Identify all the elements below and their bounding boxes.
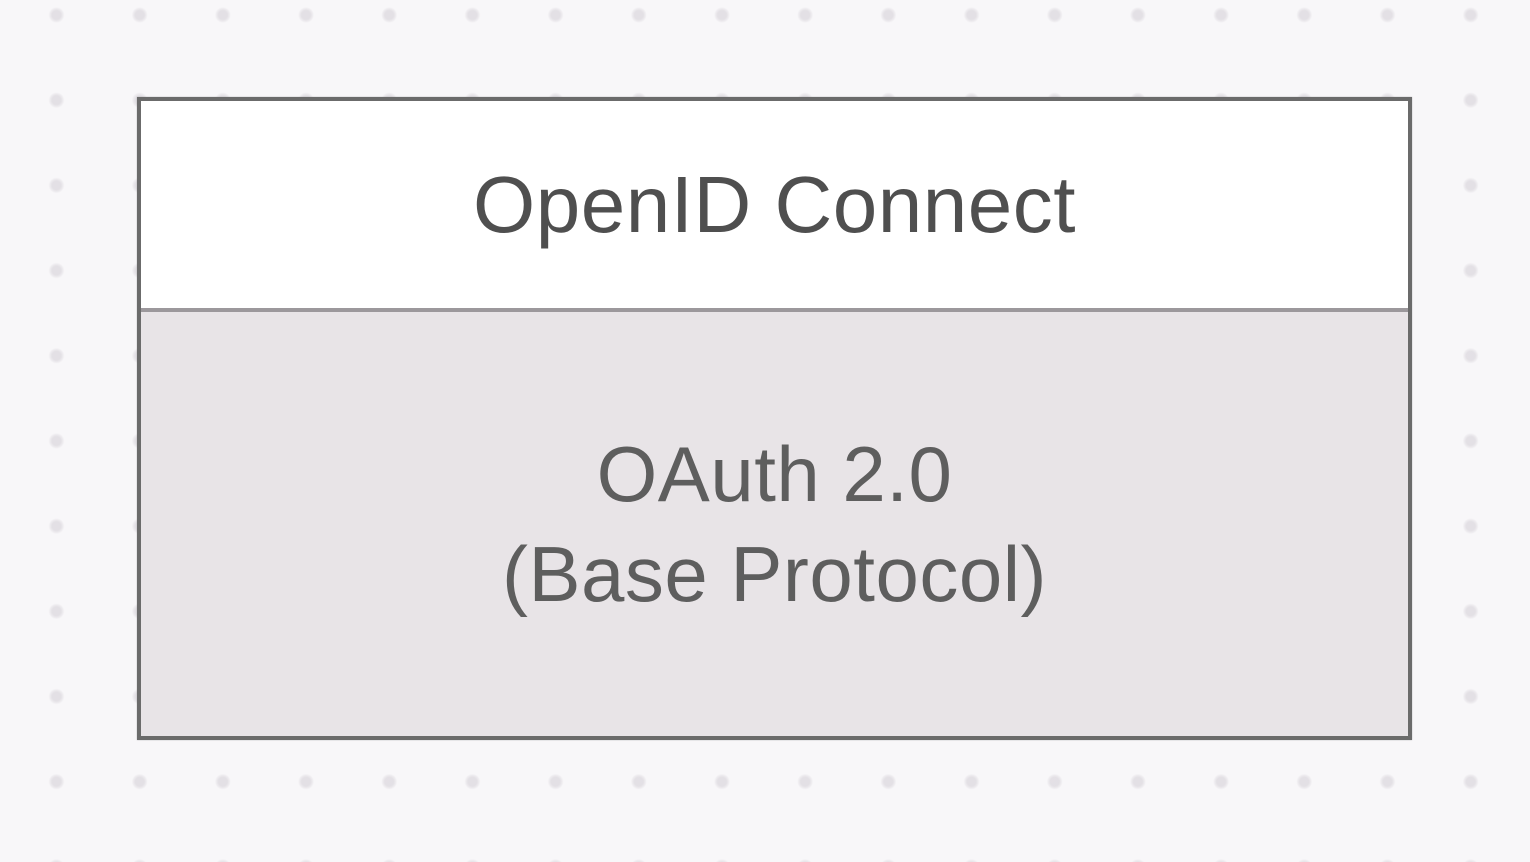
node-title-section[interactable]: OpenID Connect (141, 101, 1408, 312)
openid-connect-node[interactable]: OpenID Connect OAuth 2.0 (Base Protocol) (137, 97, 1412, 740)
node-title: OpenID Connect (473, 159, 1076, 249)
node-body-line2: (Base Protocol) (501, 530, 1048, 618)
node-body-line1: OAuth 2.0 (596, 430, 953, 518)
node-body-section[interactable]: OAuth 2.0 (Base Protocol) (141, 312, 1408, 736)
